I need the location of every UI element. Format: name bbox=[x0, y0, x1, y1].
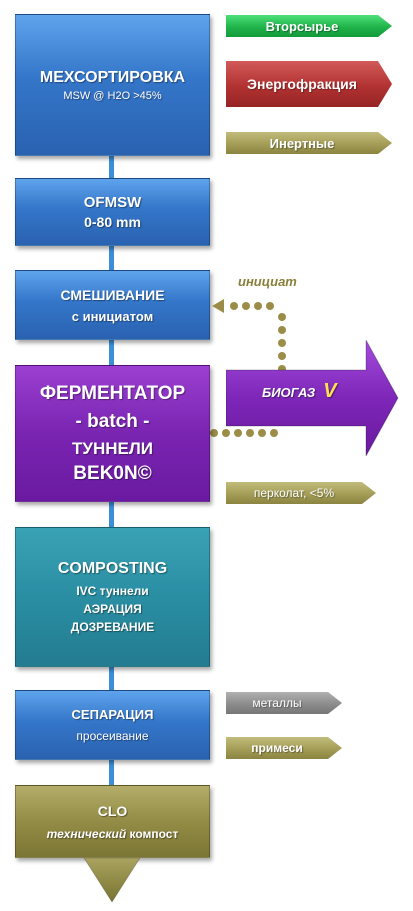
composting-title: COMPOSTING bbox=[57, 560, 168, 577]
mechanical-sorting-subtitle: MSW @ H2O >45% bbox=[63, 89, 162, 102]
separation-box: СЕПАРАЦИЯ просеивание bbox=[15, 690, 210, 760]
mixing-title: СМЕШИВАНИЕ bbox=[60, 286, 165, 303]
impurities-tag: примеси bbox=[226, 737, 342, 759]
inert-label: Инертные bbox=[269, 135, 335, 151]
recyclables-tag: Вторсырье bbox=[226, 15, 392, 37]
ofmsw-size: 0-80 mm bbox=[84, 214, 141, 230]
fermenter-box: ФЕРМЕНТАТОР - batch - ТУННЕЛИ BEK0N© bbox=[15, 365, 210, 502]
separation-subtitle: просеивание bbox=[76, 729, 149, 743]
composting-aeration: АЭРАЦИЯ bbox=[83, 602, 142, 616]
recyclables-label: Вторсырье bbox=[265, 18, 339, 34]
clo-box: CLO технический компост bbox=[15, 785, 210, 858]
clo-subtitle-italic: технический bbox=[46, 826, 127, 841]
energy-fraction-label: Энергофракция bbox=[247, 76, 357, 92]
composting-box: COMPOSTING IVC туннели АЭРАЦИЯ ДОЗРЕВАНИ… bbox=[15, 527, 210, 667]
impurities-label: примеси bbox=[251, 741, 303, 755]
separation-title: СЕПАРАЦИЯ bbox=[71, 707, 154, 722]
ofmsw-box: OFMSW 0-80 mm bbox=[15, 178, 210, 246]
metals-label: металлы bbox=[252, 696, 302, 710]
initiator-label: инициат bbox=[238, 274, 297, 289]
biogas-label: БИОГАЗ bbox=[262, 385, 316, 400]
inert-tag: Инертные bbox=[226, 132, 392, 154]
biogas-label-group: БИОГАЗ V bbox=[262, 380, 337, 403]
clo-subtitle-rest: компост bbox=[126, 826, 179, 841]
metals-tag: металлы bbox=[226, 692, 342, 714]
composting-maturation: ДОЗРЕВАНИЕ bbox=[70, 620, 155, 634]
energy-fraction-tag: Энергофракция bbox=[226, 61, 392, 107]
fermenter-tunnels: ТУННЕЛИ bbox=[72, 438, 153, 458]
mechanical-sorting-box: МЕХСОРТИРОВКА MSW @ H2O >45% bbox=[15, 14, 210, 156]
composting-tunnels: IVC туннели bbox=[76, 584, 149, 598]
output-down-arrow bbox=[83, 858, 141, 903]
clo-subtitle: технический компост bbox=[47, 827, 179, 841]
mechanical-sorting-title: МЕХСОРТИРОВКА bbox=[39, 68, 186, 86]
fermenter-mode: - batch - bbox=[75, 410, 150, 432]
ofmsw-title: OFMSW bbox=[83, 194, 142, 211]
mixing-box: СМЕШИВАНИЕ с инициатом bbox=[15, 270, 210, 340]
clo-title: CLO bbox=[97, 802, 128, 819]
fermenter-brand: BEK0N© bbox=[73, 462, 152, 484]
mixing-subtitle: с инициатом bbox=[71, 308, 154, 324]
biogas-v-symbol: V bbox=[323, 380, 337, 402]
percolate-label: перколат, <5% bbox=[253, 486, 335, 500]
biogas-arrow bbox=[226, 340, 399, 457]
fermenter-title: ФЕРМЕНТАТОР bbox=[39, 382, 186, 404]
percolate-tag: перколат, <5% bbox=[226, 482, 376, 504]
